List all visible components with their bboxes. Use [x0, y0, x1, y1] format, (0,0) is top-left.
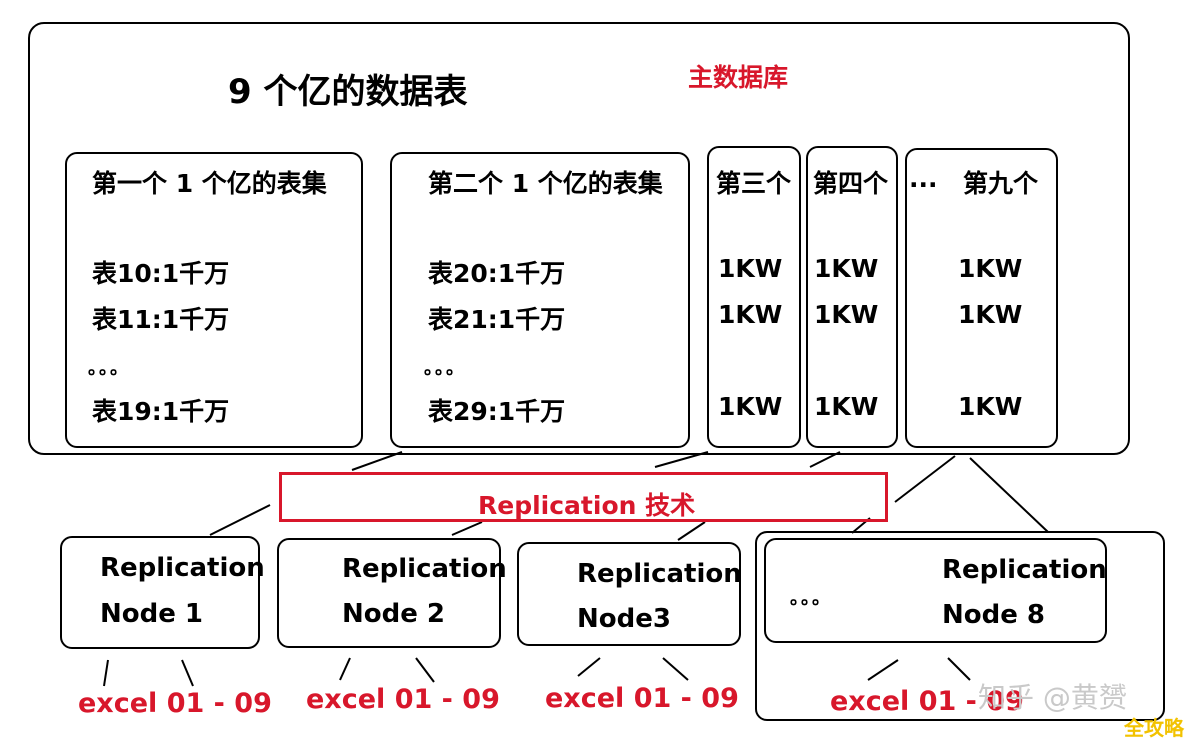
- table-group-2: [390, 152, 690, 448]
- connector-line: [662, 657, 689, 681]
- table-group-2-ellipsis: 。。。: [424, 358, 466, 379]
- replication-node-3: [517, 542, 741, 646]
- connector-line: [969, 457, 1049, 533]
- table-group-1-ellipsis: 。。。: [88, 358, 130, 379]
- table-group-3-row: 1KW: [718, 300, 783, 329]
- node-1-line2: Node 1: [100, 599, 204, 629]
- connector-line: [351, 451, 403, 471]
- node-8-group: [755, 531, 1165, 721]
- connector-line: [339, 657, 351, 681]
- table-group-1-header: 第一个 1 个亿的表集: [92, 169, 327, 198]
- node-8-ellipsis: 。。。: [790, 588, 832, 609]
- node-1-line1: Replication: [100, 553, 265, 583]
- table-group-9: [905, 148, 1058, 448]
- main-database-box: [28, 22, 1130, 455]
- table-group-9-row: 1KW: [958, 300, 1023, 329]
- table-group-4-row: 1KW: [814, 254, 879, 283]
- connector-line: [209, 504, 271, 536]
- node-8-line2: Node 8: [942, 600, 1046, 630]
- connector-line: [577, 657, 601, 677]
- replication-node-8: [764, 538, 1107, 643]
- replication-label: Replication 技术: [478, 491, 696, 520]
- node-2-excel: excel 01 - 09: [306, 684, 500, 715]
- table-group-2-header: 第二个 1 个亿的表集: [428, 169, 663, 198]
- node-2-line1: Replication: [342, 554, 507, 584]
- table-group-4: [806, 146, 898, 448]
- connector-line: [947, 657, 971, 681]
- connector-line: [181, 659, 194, 687]
- connector-line: [867, 659, 899, 681]
- replication-node-1: [60, 536, 260, 649]
- table-group-9-header: 第九个: [963, 169, 1039, 198]
- node-8-line1: Replication: [942, 555, 1107, 585]
- table-group-4-row: 1KW: [814, 300, 879, 329]
- node-1-excel: excel 01 - 09: [78, 688, 272, 719]
- table-group-2-row: 表20:1千万: [428, 259, 566, 288]
- connector-line: [677, 521, 706, 541]
- connector-line: [451, 521, 483, 536]
- table-group-3-row: 1KW: [718, 392, 783, 421]
- main-database-label: 主数据库: [688, 63, 789, 92]
- connector-line: [894, 455, 956, 503]
- table-group-3: [707, 146, 801, 448]
- table-group-2-row: 表21:1千万: [428, 305, 566, 334]
- watermark-brand: 全攻略: [1124, 716, 1184, 740]
- node-3-line1: Replication: [577, 559, 742, 589]
- watermark-text: 知乎 @黄赟: [978, 681, 1127, 714]
- table-group-3-row: 1KW: [718, 254, 783, 283]
- node-3-excel: excel 01 - 09: [545, 683, 739, 714]
- replication-box: [279, 472, 888, 522]
- table-group-9-row: 1KW: [958, 392, 1023, 421]
- table-group-4-row: 1KW: [814, 392, 879, 421]
- table-group-1-row: 表11:1千万: [92, 305, 230, 334]
- table-group-4-header: 第四个: [813, 169, 889, 198]
- node-3-line2: Node3: [577, 604, 671, 634]
- connector-line: [103, 659, 109, 687]
- connector-line: [415, 657, 435, 683]
- table-group-9-row: 1KW: [958, 254, 1023, 283]
- table-group-1: [65, 152, 363, 448]
- main-database-title: 9 个亿的数据表: [228, 72, 468, 112]
- table-group-3-header: 第三个: [716, 169, 792, 198]
- node-2-line2: Node 2: [342, 599, 446, 629]
- table-group-9-ellipsis: ...: [909, 164, 938, 193]
- table-group-2-row: 表29:1千万: [428, 397, 566, 426]
- node-8-excel: excel 01 - 09: [830, 686, 1024, 717]
- table-group-1-row: 表10:1千万: [92, 259, 230, 288]
- replication-node-2: [277, 538, 501, 648]
- table-group-1-row: 表19:1千万: [92, 397, 230, 426]
